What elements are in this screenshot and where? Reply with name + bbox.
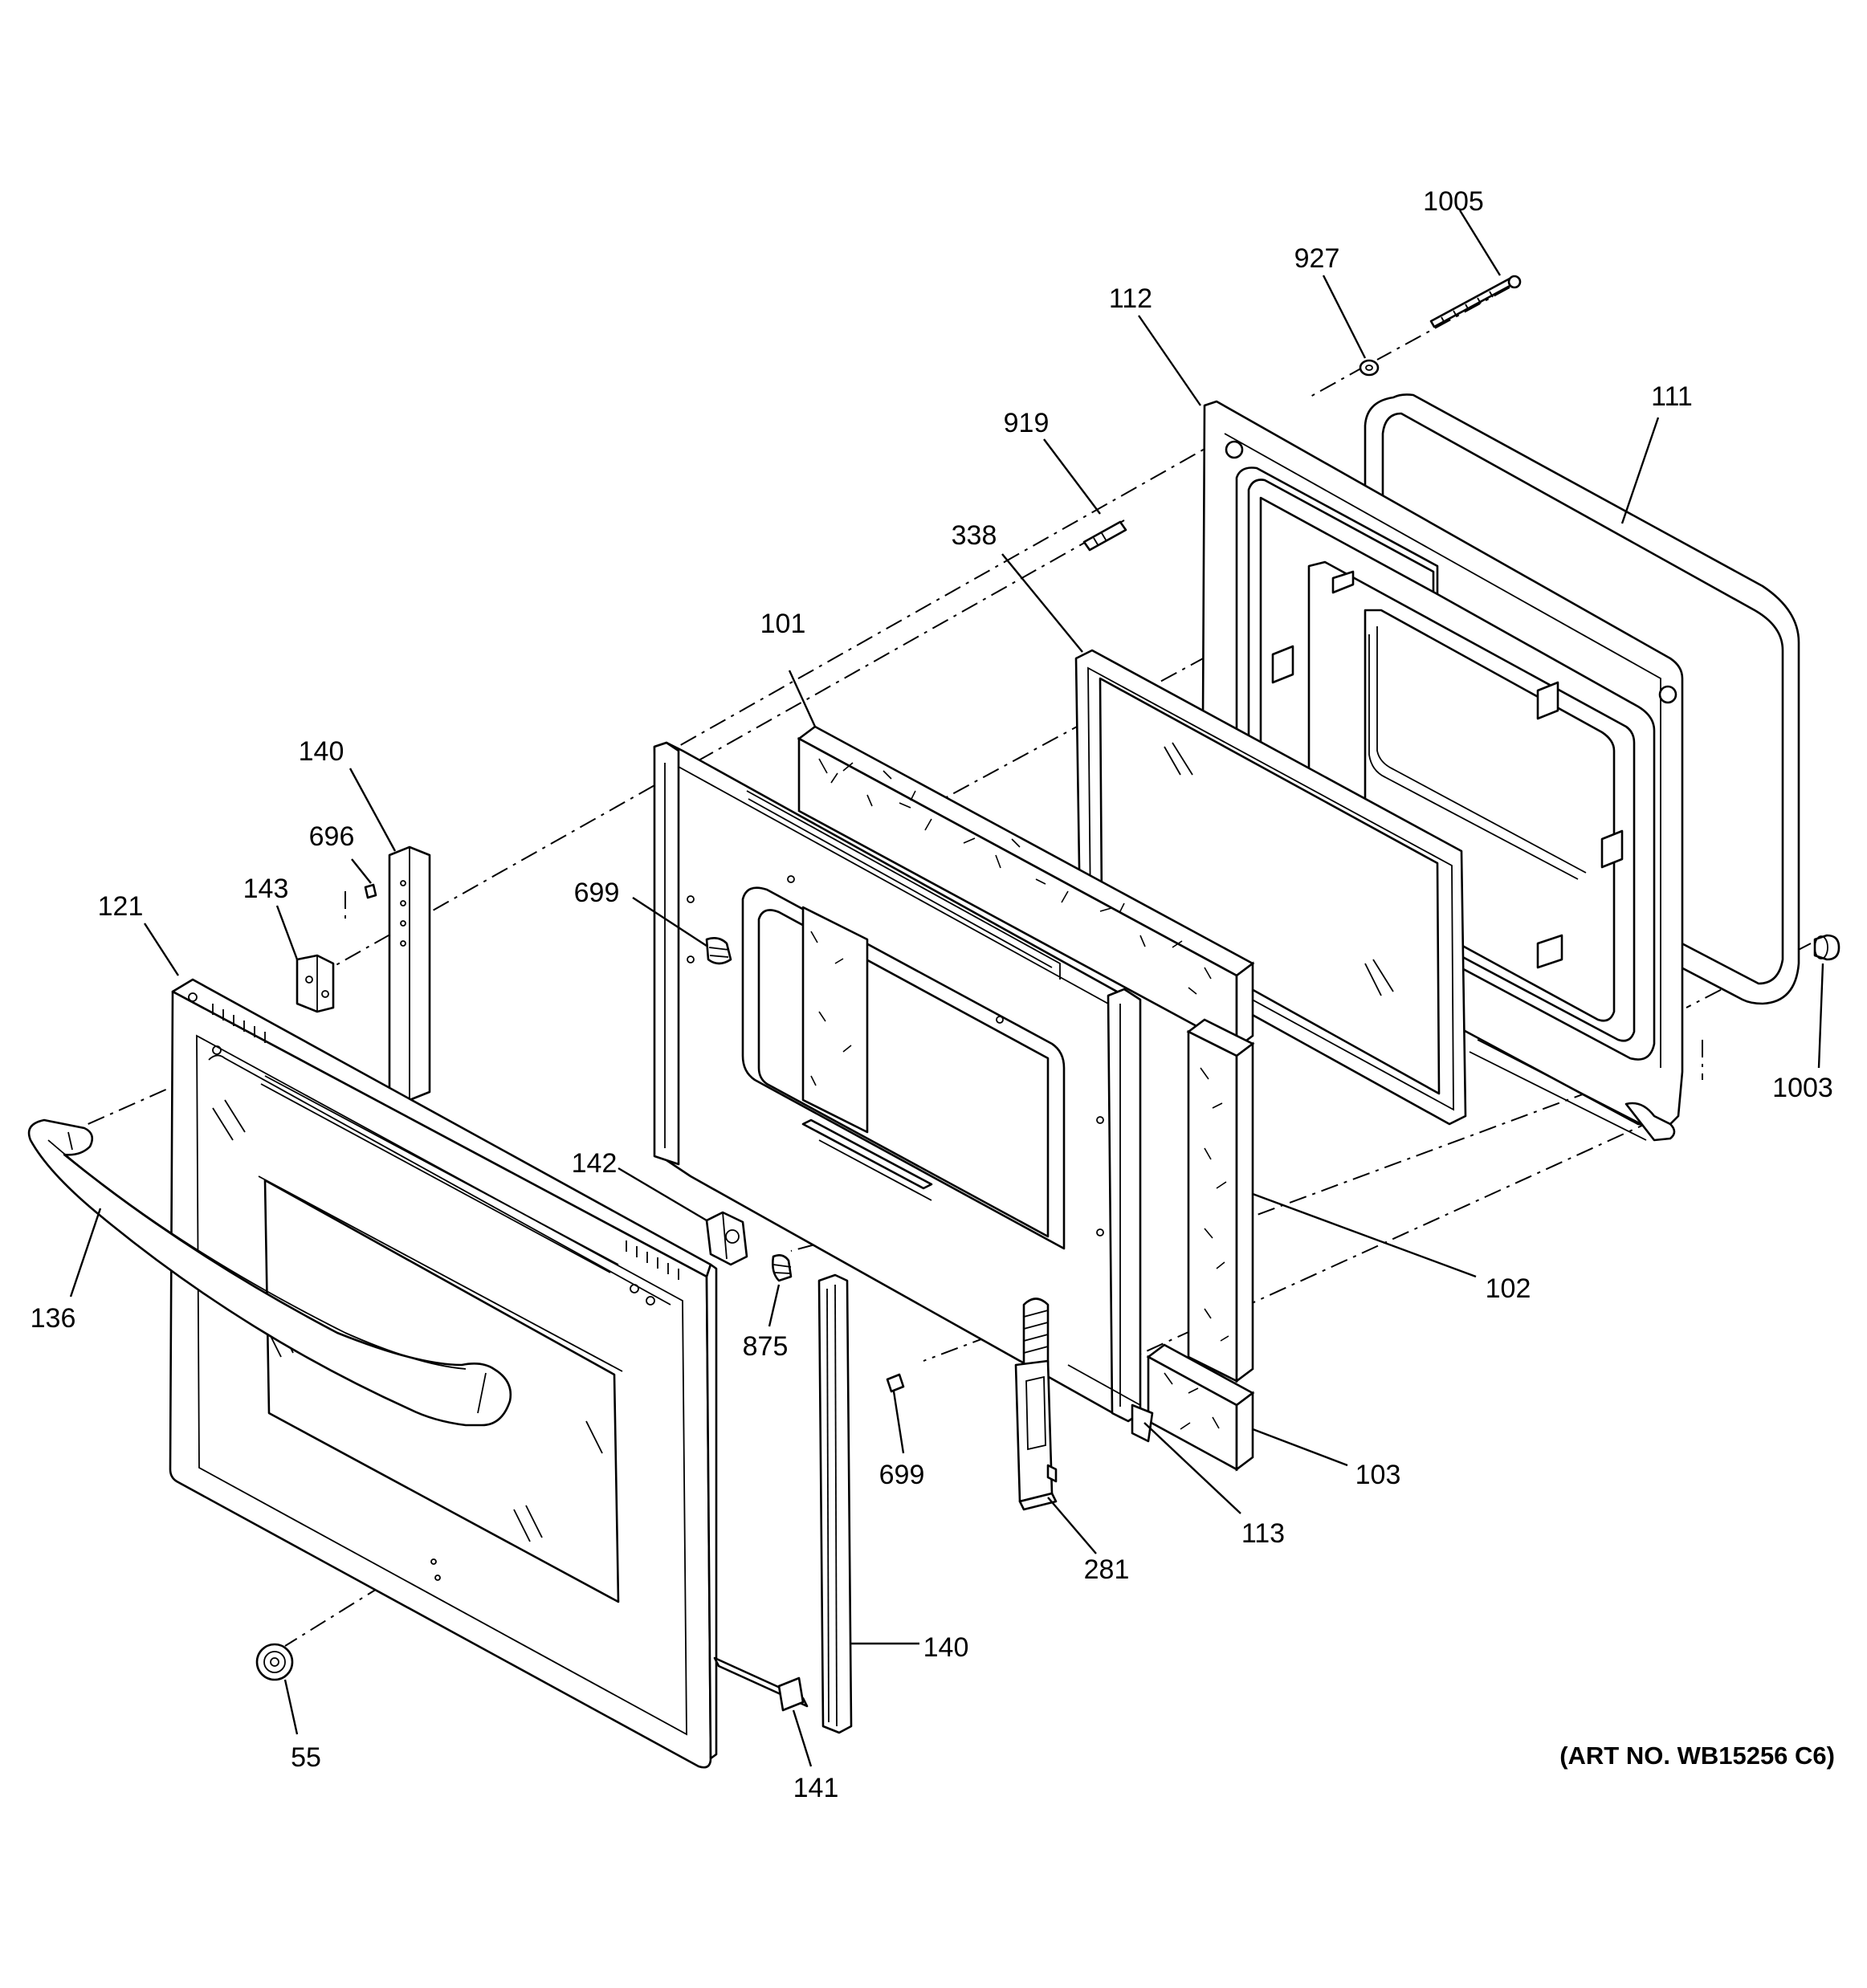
bracket-143 [296,954,335,1013]
label-136: 136 [31,1303,76,1334]
art-number: (ART NO. WB15256 C6) [1559,1742,1835,1770]
screw-699-lower [886,1373,905,1393]
label-101: 101 [760,609,806,639]
screw-699-upper [705,937,732,965]
label-1003: 1003 [1772,1073,1833,1103]
door-handle [27,1118,512,1427]
side-insulation [1186,1018,1255,1383]
label-102: 102 [1486,1273,1531,1304]
bracket-141 [713,1656,809,1712]
label-113: 113 [1241,1518,1285,1549]
label-140-bottom: 140 [923,1632,969,1663]
hinge-support-142 [705,1211,748,1266]
label-699-upper: 699 [574,878,620,908]
bumper-55 [255,1643,294,1681]
label-111: 111 [1651,381,1693,412]
label-696: 696 [309,821,355,852]
label-142: 142 [572,1148,618,1179]
screw-875 [772,1254,793,1282]
bottom-insulation [1146,1343,1255,1472]
hinge [1014,1297,1058,1511]
leader-lines [69,210,1824,1767]
label-1005: 1005 [1423,186,1484,217]
label-875: 875 [743,1331,789,1362]
door-channel-bottom [817,1273,853,1734]
door-frame [653,741,1154,1443]
part-labels: 1005 927 112 111 919 338 101 140 696 143… [31,186,1833,1803]
bumper-1003 [1813,934,1841,961]
label-121: 121 [98,891,144,922]
label-103: 103 [1355,1460,1401,1490]
door-channel-top [388,845,431,1102]
washer-927 [1359,359,1380,377]
stud-919 [1082,520,1127,552]
label-55: 55 [291,1742,321,1773]
label-338: 338 [952,520,997,551]
label-919: 919 [1004,408,1050,438]
label-281: 281 [1084,1554,1130,1585]
label-143: 143 [243,874,289,904]
screw-1005 [1429,275,1522,328]
label-112: 112 [1109,283,1152,314]
inner-glass [1074,649,1467,1126]
label-699-lower: 699 [879,1460,925,1490]
screw-696 [364,883,377,899]
label-927: 927 [1294,243,1340,274]
label-140-top: 140 [299,736,344,767]
label-141: 141 [793,1773,839,1803]
